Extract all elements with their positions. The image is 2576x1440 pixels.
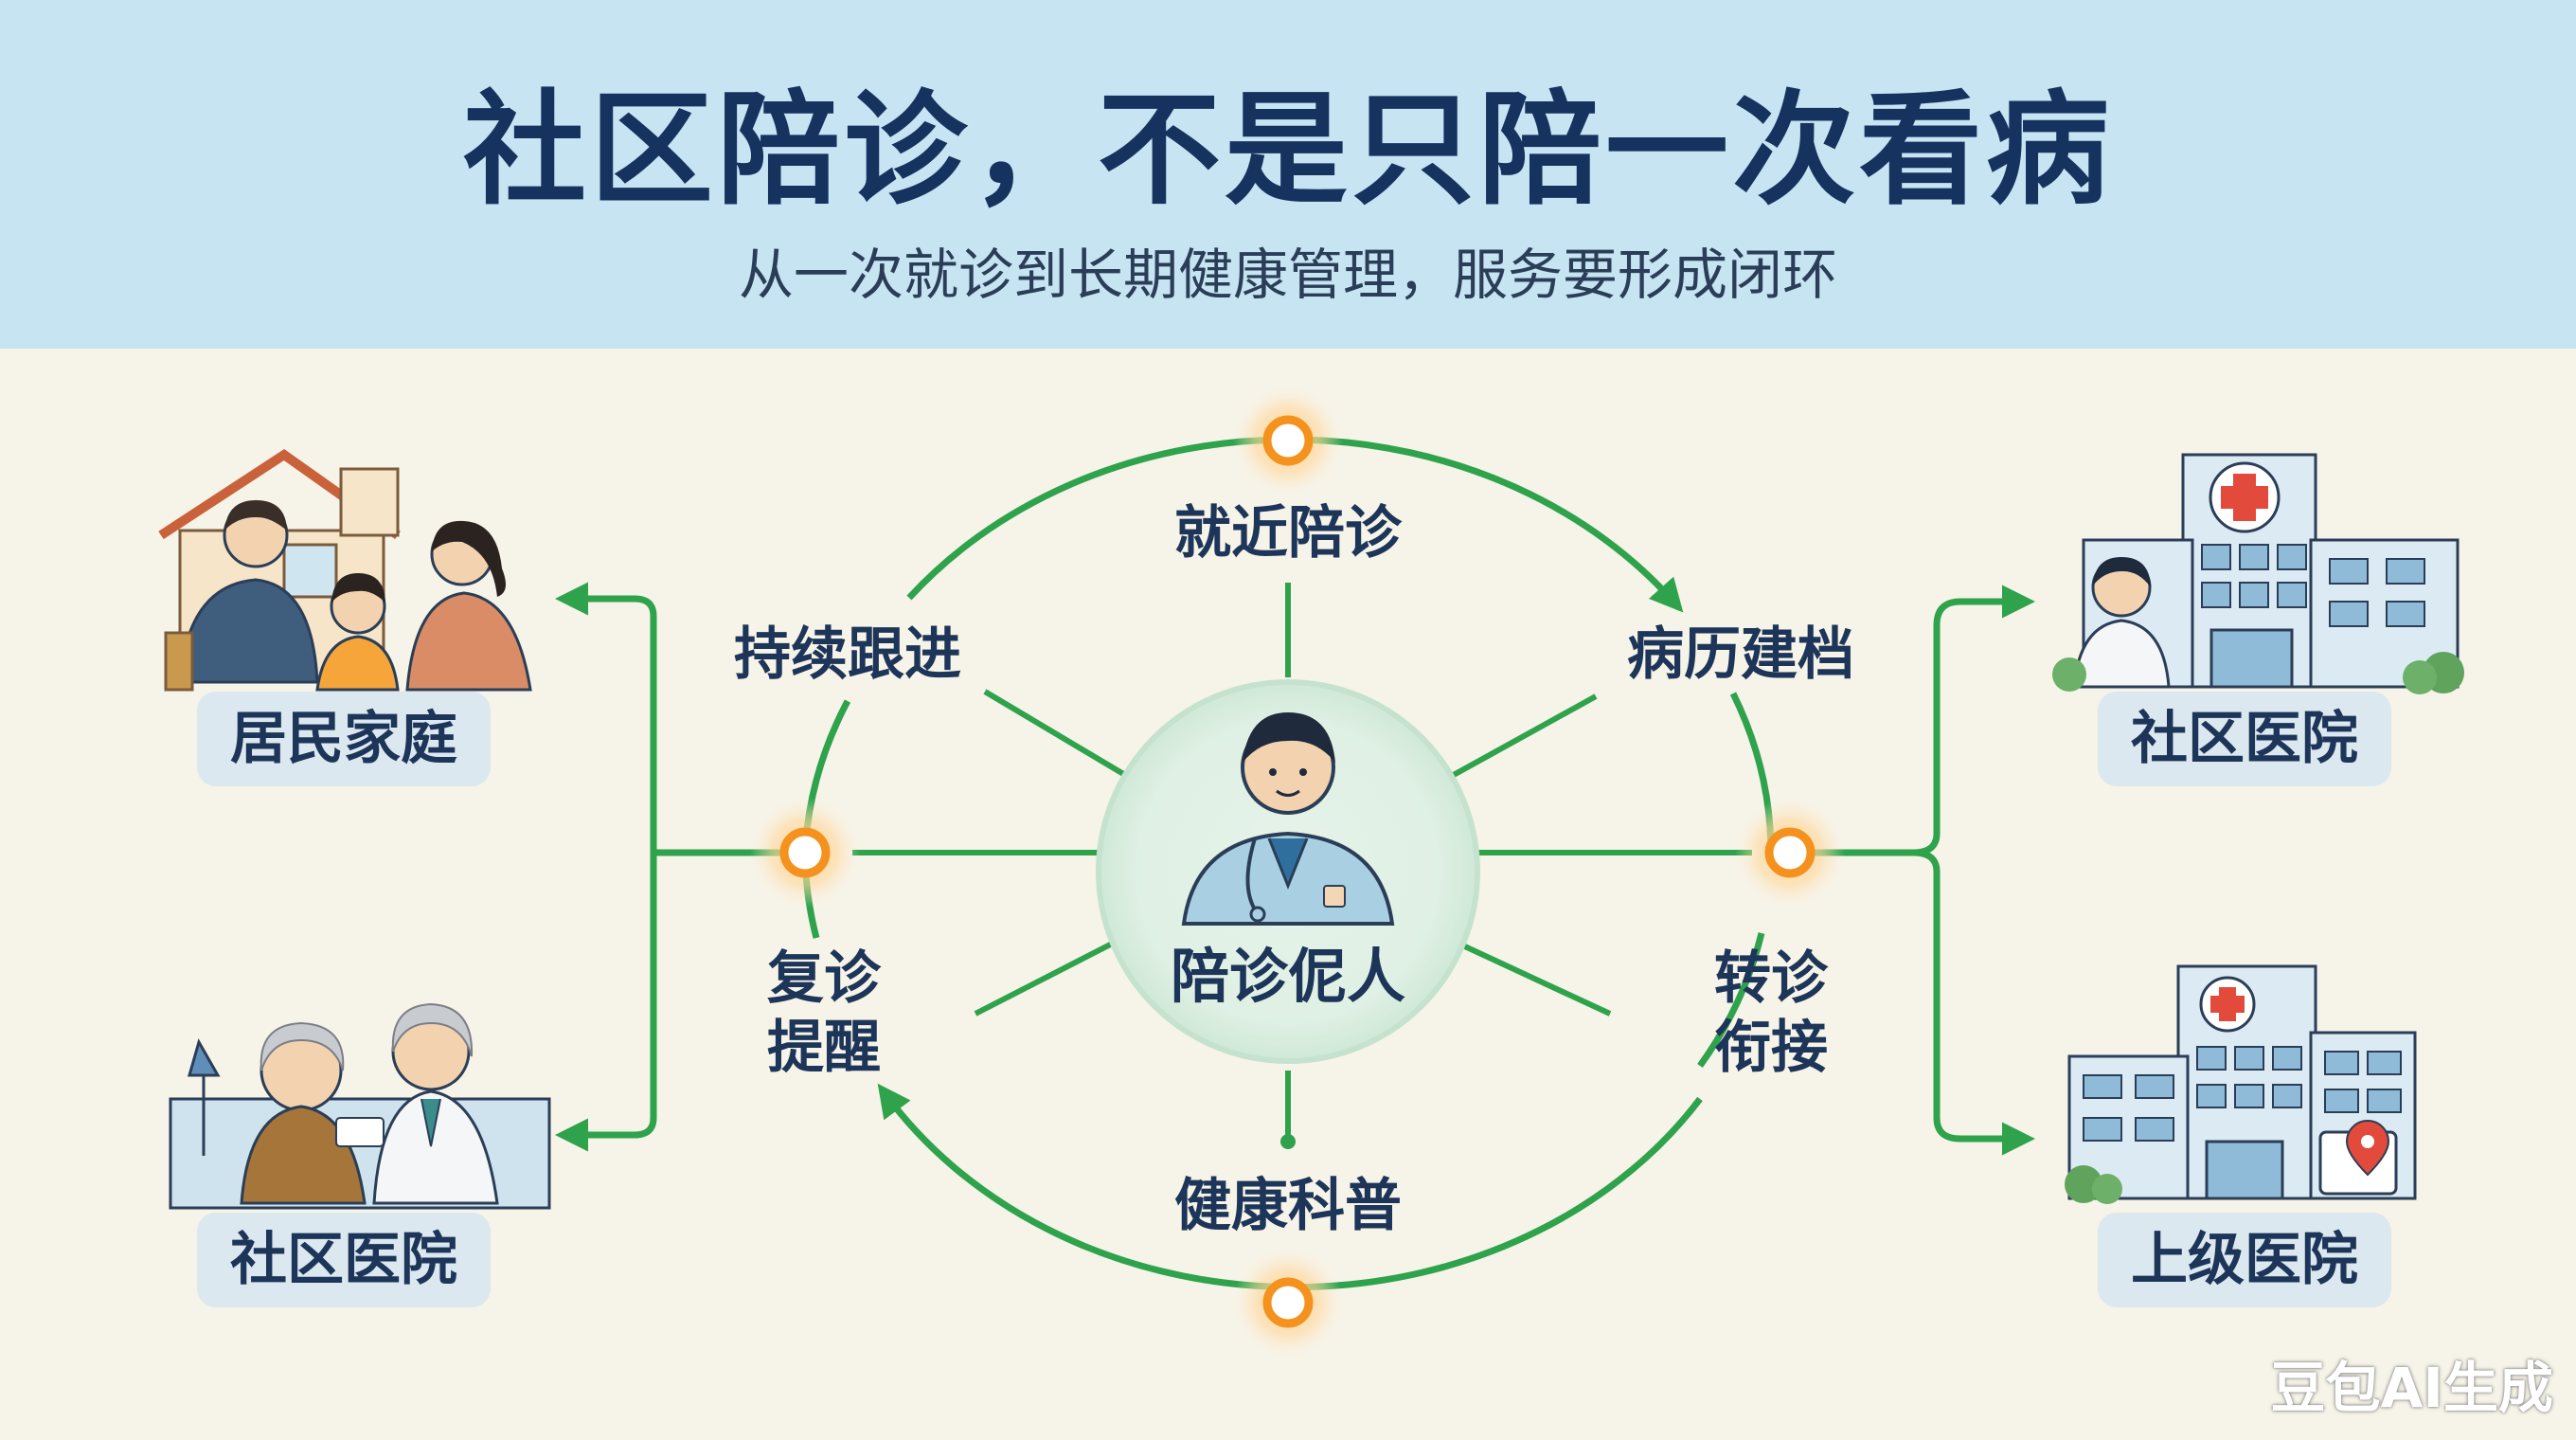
label-revisit-line1: 复诊	[767, 945, 881, 1012]
center-label: 陪诊伲人	[1170, 942, 1405, 1011]
loop-arc-right-lower	[1697, 932, 1765, 1069]
label-record-filing: 病历建档	[1627, 621, 1854, 688]
card-superior-hospital: 上级医院	[2098, 1213, 2391, 1307]
escort-doctor-avatar-icon	[1181, 712, 1395, 926]
label-referral-line2: 衔接	[1714, 1015, 1828, 1081]
watermark: 豆包AI生成	[2270, 1356, 2553, 1420]
family-home-icon	[158, 448, 532, 692]
orange-node-left	[750, 798, 860, 908]
header-banner: 社区陪诊，不是只陪一次看病 从一次就诊到长期健康管理，服务要形成闭环	[0, 0, 2576, 349]
page-title: 社区陪诊，不是只陪一次看病	[462, 78, 2113, 222]
card-community-hospital-left: 社区医院	[197, 1213, 491, 1307]
orange-node-bottom	[1233, 1248, 1343, 1358]
orange-node-top	[1233, 386, 1343, 495]
community-hospital-building-icon	[2052, 453, 2464, 694]
elderly-visit-icon	[169, 1002, 551, 1210]
card-resident-family: 居民家庭	[197, 692, 491, 786]
superior-hospital-building-icon	[2065, 964, 2417, 1204]
label-health-education: 健康科普	[1174, 1173, 1402, 1239]
label-continuous-followup: 持续跟进	[734, 621, 961, 688]
page-subtitle: 从一次就诊到长期健康管理，服务要形成闭环	[738, 243, 1837, 307]
label-revisit-line2: 提醒	[767, 1015, 881, 1081]
label-nearby-escort: 就近陪诊	[1174, 500, 1402, 567]
label-referral-line1: 转诊	[1714, 945, 1828, 1012]
orange-node-right	[1735, 798, 1845, 908]
card-community-hospital-right: 社区医院	[2098, 692, 2391, 786]
